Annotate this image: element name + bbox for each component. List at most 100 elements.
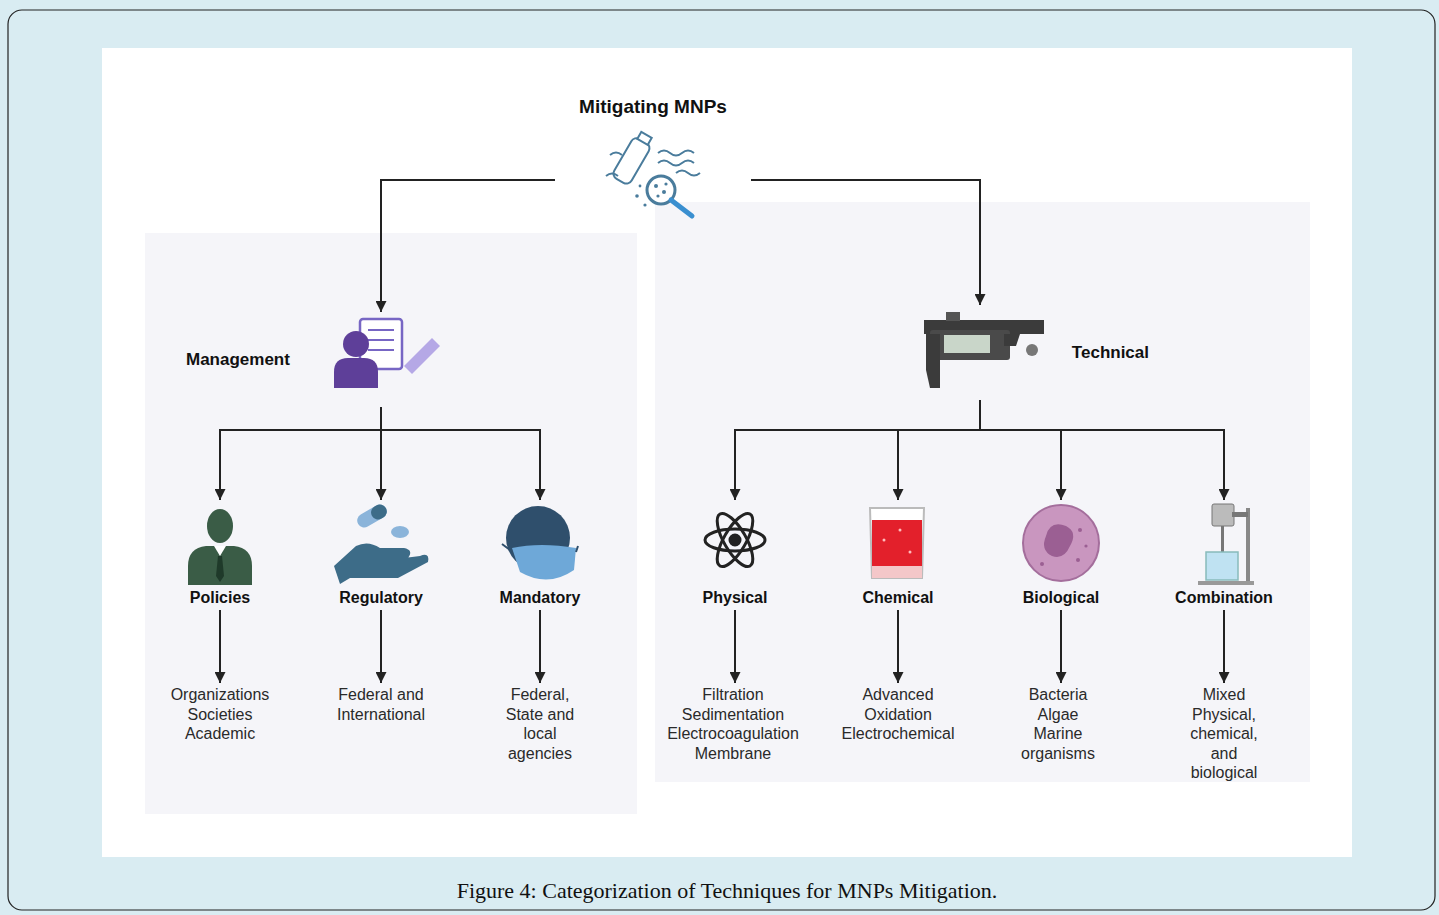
caliper-icon-part (930, 330, 1010, 360)
detail-node: Advanced Oxidation Electrochemical (840, 683, 957, 746)
management-icon-part (368, 349, 394, 351)
category-node: Biological (996, 500, 1126, 610)
pill-hand-icon-part (355, 502, 390, 530)
caliper-icon-part (946, 312, 960, 321)
node-label: Mitigating MNPs (579, 96, 727, 118)
management-icon-part (404, 338, 440, 374)
cell-icon-part (1044, 524, 1073, 557)
node-label: Mandatory (500, 589, 581, 607)
management-icon (334, 319, 440, 388)
atom-icon-part (705, 529, 765, 551)
figure-frame (8, 10, 1435, 910)
microplastic-icon-part (635, 194, 639, 198)
microplastic-icon-part (662, 190, 666, 194)
connector-arrow (380, 610, 382, 683)
category-node: Mandatory (475, 500, 605, 610)
detail-text: Bacteria Algae Marine organisms (1021, 685, 1095, 763)
microplastic-icon-part (611, 130, 655, 186)
management-icon-part (334, 358, 378, 388)
atom-icon-part (730, 535, 740, 545)
detail-text: Advanced Oxidation Electrochemical (842, 685, 955, 744)
detail-text: Organizations Societies Academic (171, 685, 270, 744)
stirrer-icon-part (1206, 552, 1238, 580)
management-icon-part (343, 331, 369, 357)
microplastic-icon-part (643, 203, 646, 206)
pill-hand-icon-part-part (369, 502, 390, 522)
detail-text: Federal and International (329, 685, 433, 724)
cell-icon-part (1078, 528, 1082, 532)
detail-node: Mixed Physical, chemical, and biological (1188, 683, 1260, 785)
beaker-icon-part (909, 551, 912, 554)
connector-arrow (539, 610, 541, 683)
cell-icon-part (1076, 558, 1080, 562)
caliper-icon (924, 312, 1044, 388)
microplastic-icon-part (656, 194, 659, 197)
connector-arrow (980, 400, 1061, 500)
microplastic-icon-part (664, 182, 667, 185)
beaker-icon-part (899, 529, 902, 532)
policy-maker-icon-part (207, 509, 233, 543)
category-node: Combination (1159, 500, 1289, 610)
detail-node: Bacteria Algae Marine organisms (1019, 683, 1097, 765)
detail-node: Organizations Societies Academic (169, 683, 272, 746)
node-label: Combination (1175, 589, 1273, 607)
pill-hand-icon-part (334, 543, 428, 584)
policy-maker-icon-part (214, 546, 226, 556)
microplastic-icon-part-part (637, 132, 651, 145)
policy-maker-icon-part (188, 546, 252, 585)
connector-arrow (980, 400, 1224, 500)
stirrer-icon (1198, 504, 1254, 585)
masked-head-icon (502, 506, 578, 580)
microplastic-icon-part (654, 184, 658, 188)
root-node: Mitigating MNPs (555, 92, 751, 204)
masked-head-icon-part (502, 544, 578, 552)
stirrer-icon-part (1198, 581, 1254, 585)
policy-maker-icon-part (216, 556, 224, 582)
cell-icon-part (1023, 505, 1099, 581)
connector-arrow (751, 180, 980, 305)
policy-maker-icon (188, 509, 252, 585)
node-label: Biological (1023, 589, 1099, 607)
microplastic-icon (606, 130, 700, 216)
detail-text: Mixed Physical, chemical, and biological (1190, 685, 1258, 783)
connector-arrow (381, 180, 555, 312)
connector-arrow (898, 400, 980, 500)
node-label: Physical (703, 589, 768, 607)
connector-arrow (735, 400, 980, 500)
connector-arrow (381, 407, 540, 500)
connector-arrow (1060, 610, 1062, 683)
atom-icon-part (710, 509, 759, 572)
connector-arrow (220, 407, 381, 500)
detail-node: Federal, State and local agencies (496, 683, 584, 765)
detail-text: Federal, State and local agencies (498, 685, 582, 763)
atom-icon (705, 509, 765, 572)
figure-caption: Figure 4: Categorization of Techniques f… (457, 878, 998, 904)
node-label: Regulatory (339, 589, 423, 607)
pill-hand-icon-part-part (355, 502, 390, 530)
beaker-icon (870, 508, 924, 578)
branch-node: Technical (915, 305, 1155, 400)
connector-arrow (734, 610, 736, 683)
cell-icon (1023, 505, 1099, 581)
stirrer-icon-part (1246, 508, 1250, 584)
category-node: Physical (670, 500, 800, 610)
connector-arrow (897, 610, 899, 683)
management-icon-part (368, 339, 394, 341)
branch-node: Management (180, 312, 445, 407)
detail-node: Federal and International (327, 683, 435, 726)
microplastic-icon-part (671, 200, 692, 216)
atom-icon-part (710, 509, 759, 572)
detail-node: Filtration Sedimentation Electrocoagulat… (665, 683, 801, 765)
stirrer-icon-part (1232, 512, 1248, 517)
detail-text: Filtration Sedimentation Electrocoagulat… (667, 685, 799, 763)
management-icon-part (368, 329, 394, 331)
microplastic-icon-part (658, 151, 700, 176)
management-panel (145, 233, 637, 814)
beaker-icon-part (872, 566, 922, 578)
node-label: Management (186, 350, 290, 370)
node-label: Technical (1072, 343, 1149, 363)
cell-icon-part (1040, 562, 1044, 566)
stirrer-icon-part (1212, 504, 1234, 526)
